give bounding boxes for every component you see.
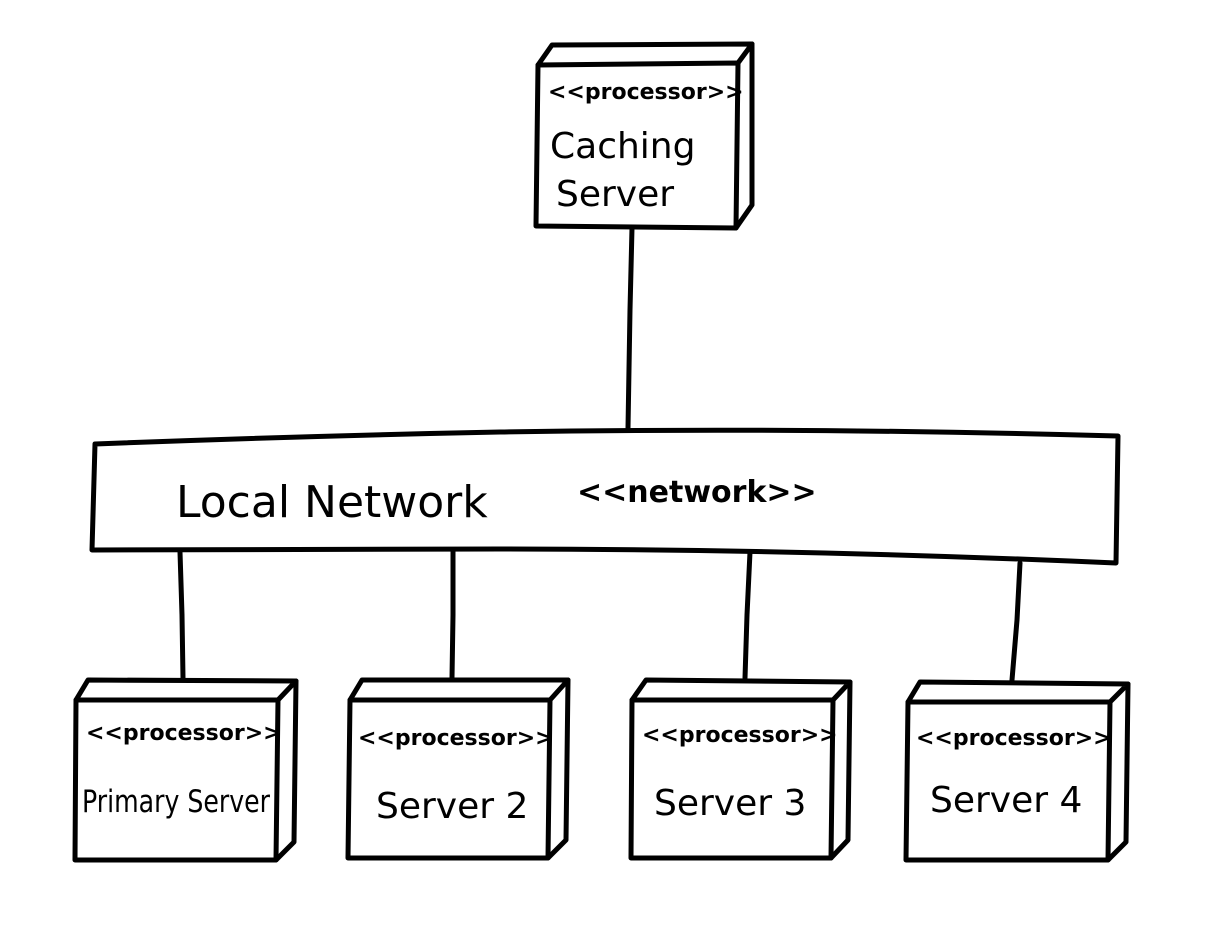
primary-server-top xyxy=(73,677,299,703)
local-network-name: Local Network xyxy=(176,477,488,528)
local-network-node: Local Network <<network>> xyxy=(89,427,1121,566)
caching-server-name-line2: Server xyxy=(556,174,674,215)
server-4-top xyxy=(905,679,1131,705)
server-2-stereotype: <<processor>> xyxy=(358,726,554,751)
local-network-stereotype: <<network>> xyxy=(577,475,817,510)
server-4-node: <<processor>> Server 4 xyxy=(903,679,1131,863)
caching-server-stereotype: <<processor>> xyxy=(548,80,744,105)
server-4-name: Server 4 xyxy=(930,780,1082,821)
local-network-bar xyxy=(89,427,1121,566)
server-3-top xyxy=(629,677,853,703)
server-4-stereotype: <<processor>> xyxy=(916,726,1112,751)
link-network-to-primary-server xyxy=(177,549,186,681)
server-2-node: <<processor>> Server 2 xyxy=(345,677,571,861)
caching-server-side xyxy=(733,41,755,231)
caching-server-name-line1: Caching xyxy=(550,126,695,167)
primary-server-name: Primary Server xyxy=(82,784,270,820)
server-3-side xyxy=(828,679,853,861)
link-network-to-server-4 xyxy=(1009,560,1023,683)
primary-server-node: <<processor>> Primary Server xyxy=(72,677,299,863)
link-network-to-server-2 xyxy=(449,547,456,681)
caching-server-node: <<processor>> Caching Server xyxy=(533,41,755,231)
primary-server-stereotype: <<processor>> xyxy=(86,721,282,746)
server-3-name: Server 3 xyxy=(654,783,806,824)
link-caching-to-network xyxy=(625,225,635,431)
server-2-name: Server 2 xyxy=(376,786,528,827)
server-2-front xyxy=(345,697,553,861)
caching-server-top xyxy=(535,41,755,68)
primary-server-side xyxy=(273,678,299,863)
server-2-side xyxy=(545,677,571,861)
connections xyxy=(177,225,1023,683)
server-3-node: <<processor>> Server 3 xyxy=(628,677,853,861)
server-3-stereotype: <<processor>> xyxy=(642,723,838,748)
link-network-to-server-3 xyxy=(742,549,753,681)
server-2-top xyxy=(347,677,571,703)
server-4-side xyxy=(1105,681,1131,863)
